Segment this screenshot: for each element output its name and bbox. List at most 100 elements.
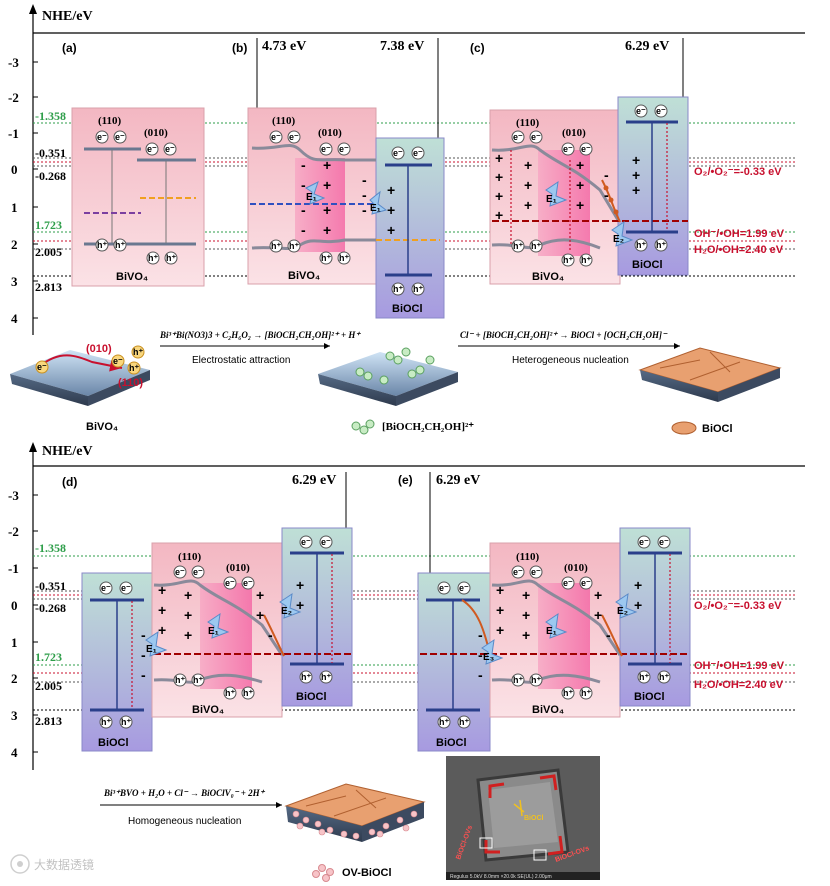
plus: + (158, 602, 166, 618)
gap-b1: 4.73 eV (262, 39, 306, 54)
plus: + (634, 577, 642, 593)
minus: - (362, 172, 367, 188)
e1-label-e: E₁ (546, 626, 557, 637)
facet-110-label-c: (110) (516, 117, 540, 129)
bivo4-label-c: BiVO₄ (532, 271, 564, 283)
minus: - (301, 222, 306, 238)
sem-image (446, 756, 600, 880)
bottom-level-labels: -1.358 -0.351 -0.268 1.723 2.005 2.813 (35, 541, 66, 728)
equation-2: Cl⁻ + [BiOCH₂CH₂OH]²⁺ → BiOCl + [OCH₂CH₂… (460, 330, 668, 340)
hole: h⁺ (656, 240, 666, 250)
plus: + (634, 597, 642, 613)
electron: e⁻ (439, 583, 449, 593)
gap-d: 6.29 eV (292, 473, 336, 488)
plus: + (524, 177, 532, 193)
panel-a-label: (a) (62, 41, 77, 55)
plus: + (184, 607, 192, 623)
e1-label-d: E₁ (208, 626, 219, 637)
electron: e⁻ (225, 578, 235, 588)
tick: 0 (11, 598, 18, 613)
biocl-label-c: BiOCl (632, 259, 663, 271)
hole: h⁺ (639, 672, 649, 682)
redox-oh: OH⁻/•OH=1.99 eV (694, 660, 785, 672)
field-e2-d (279, 592, 302, 619)
crystal-010-label: (010) (86, 343, 112, 355)
plus: + (387, 182, 395, 198)
electron: e⁻ (121, 583, 131, 593)
biocl-block-c (617, 96, 689, 276)
bivo4-block-a (71, 107, 205, 287)
biocl-right-label-e: BiOCl (634, 691, 665, 703)
e2-label-e: E₂ (617, 606, 628, 617)
plus: + (594, 607, 602, 623)
plus: + (495, 150, 503, 166)
electron: e⁻ (459, 583, 469, 593)
ov-label: OV-BiOCl (342, 867, 392, 879)
tick: -2 (8, 524, 19, 539)
electron: e⁻ (147, 144, 157, 154)
hole: h⁺ (439, 717, 449, 727)
minus: - (301, 177, 306, 193)
hole: h⁺ (413, 284, 423, 294)
minus: - (301, 157, 306, 173)
hole: h⁺ (393, 284, 403, 294)
tick: 4 (11, 311, 18, 326)
electron: e⁻ (175, 567, 185, 577)
minus: - (141, 627, 146, 643)
minus: - (362, 202, 367, 218)
plus: + (387, 222, 395, 238)
electron: e⁻ (513, 567, 523, 577)
charges-b: - - - - + + + + - - - + + + (301, 157, 395, 238)
plus: + (296, 577, 304, 593)
top-axis-ticks: -3 -2 -1 0 1 2 3 4 (8, 55, 19, 326)
plus: + (256, 607, 264, 623)
hole: h⁺ (271, 241, 281, 251)
facet-010-label: (010) (144, 127, 168, 139)
panel-b-label: (b) (232, 41, 247, 55)
minus: - (604, 167, 609, 183)
step-2: Heterogeneous nucleation (512, 355, 629, 366)
hole: h⁺ (121, 717, 131, 727)
carriers-e: e⁻ e⁻ e⁻ e⁻ e⁻ e⁻ e⁻ e⁻ h⁺ h⁺ h⁺ h⁺ h⁺ h… (437, 535, 671, 729)
hole: h⁺ (175, 675, 185, 685)
transfer-dots-c (603, 185, 619, 215)
complex-label: [BiOCH₂CH₂OH]²⁺ (382, 421, 474, 433)
facet-010-label-d: (010) (226, 562, 250, 574)
hole: h⁺ (115, 240, 125, 250)
redox-h2o: H₂O/•OH=2.40 eV (694, 244, 784, 256)
redox-o2: O₂/•O₂⁻=-0.33 eV (694, 600, 782, 612)
electron: e⁻ (531, 567, 541, 577)
field-e1-c (545, 180, 568, 207)
level-mid: 2.005 (35, 679, 62, 693)
plus: + (323, 177, 331, 193)
tick: -3 (8, 488, 19, 503)
facet-010-a: (010) (137, 127, 196, 246)
electron: e⁻ (659, 537, 669, 547)
hole: h⁺ (101, 717, 111, 727)
facet-110-label: (110) (98, 115, 122, 127)
minus: - (478, 627, 483, 643)
e1-label-b: E₁ (306, 192, 317, 203)
hole: h⁺ (129, 363, 139, 373)
complex-legend-icon (351, 419, 375, 435)
top-axis (29, 4, 805, 335)
crystal-complex (318, 347, 458, 406)
hole: h⁺ (531, 241, 541, 251)
hole: h⁺ (563, 688, 573, 698)
carriers-d: e⁻ e⁻ e⁻ e⁻ e⁻ e⁻ e⁻ e⁻ h⁺ h⁺ h⁺ h⁺ h⁺ h… (99, 535, 333, 729)
e1-label-c: E₁ (546, 194, 557, 205)
plus: + (323, 157, 331, 173)
tick: -1 (8, 126, 19, 141)
ov-legend-icon (312, 864, 334, 882)
plus: + (524, 157, 532, 173)
hole: h⁺ (563, 255, 573, 265)
electron: e⁻ (321, 144, 331, 154)
level-cb: -1.358 (35, 541, 66, 555)
electron: e⁻ (193, 567, 203, 577)
plus: + (387, 202, 395, 218)
field-e1-b (305, 181, 326, 205)
equation-3: Bi³⁺BVO + H₂O + Cl⁻ → BiOClV₀⁻ + 2H⁺ (103, 788, 266, 798)
redox-o2: O₂/•O₂⁻=-0.33 eV (694, 166, 782, 178)
watermark-text: 大数据透镜 (34, 857, 94, 872)
